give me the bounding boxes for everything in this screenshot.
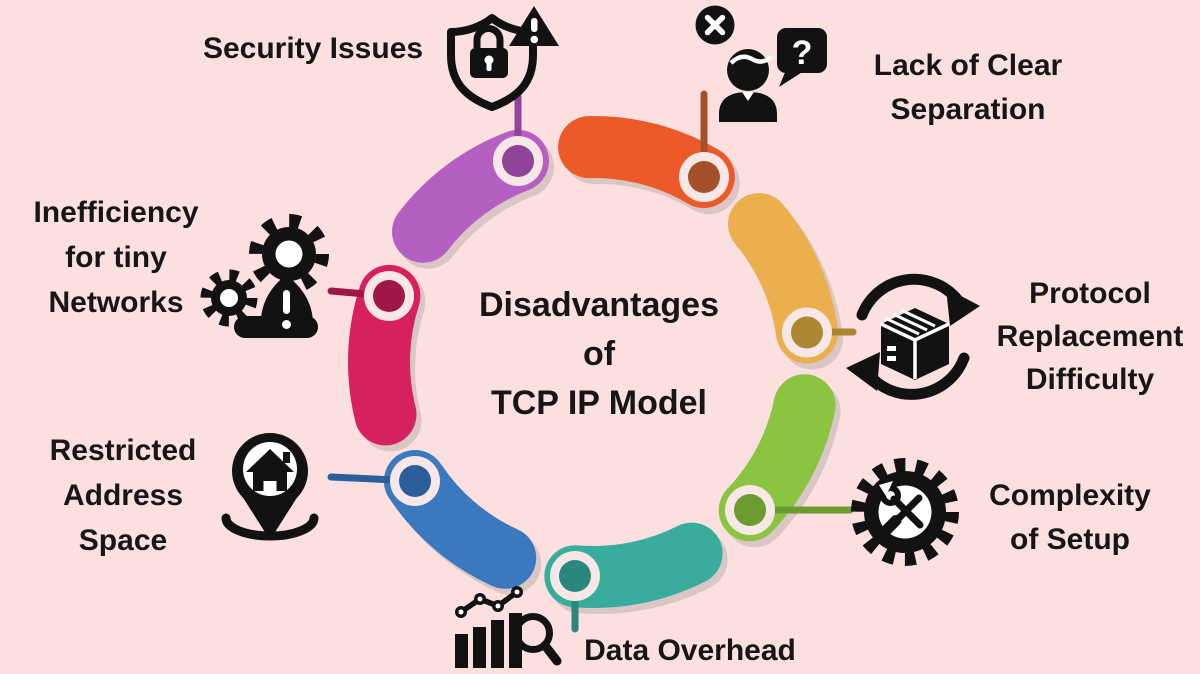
- label-data-overhead: Data Overhead: [584, 634, 796, 667]
- node-protocol: [791, 316, 823, 349]
- page-title: Disadvantages of TCP IP Model: [444, 281, 754, 428]
- shield-lock-warning-icon: [447, 6, 559, 111]
- ring-nodes: [364, 136, 832, 601]
- node-complexity: [734, 494, 766, 526]
- node-lack-separation: [688, 161, 720, 193]
- label-inefficiency-for-tiny-networks: Inefficiency for tiny Networks: [33, 196, 199, 319]
- title-line: Disadvantages: [479, 286, 719, 324]
- chart-magnifier-icon: [455, 586, 562, 668]
- label-security-issues: Security Issues: [202, 32, 424, 65]
- gears-warning-icon: [200, 214, 329, 338]
- node-data-overhead: [559, 560, 591, 592]
- question-mark-glyph: ?: [792, 34, 813, 72]
- label-protocol-replacement-difficulty: Protocol Replacement Difficulty: [996, 277, 1184, 396]
- label-restricted-address-space: Restricted Address Space: [49, 434, 197, 557]
- location-pin-house-icon: [221, 433, 319, 541]
- gear-tools-icon: [851, 458, 959, 566]
- node-restricted: [399, 465, 431, 497]
- box-sync-icon: [846, 273, 980, 400]
- node-security: [502, 145, 534, 177]
- title-line: of: [582, 335, 616, 373]
- node-inefficiency: [373, 280, 405, 312]
- label-complexity-of-setup: Complexity of Setup: [989, 479, 1151, 556]
- person-question-icon: ?: [695, 5, 827, 122]
- title-line: TCP IP Model: [490, 384, 707, 422]
- label-lack-of-clear-separation: Lack of Clear Separation: [873, 49, 1063, 126]
